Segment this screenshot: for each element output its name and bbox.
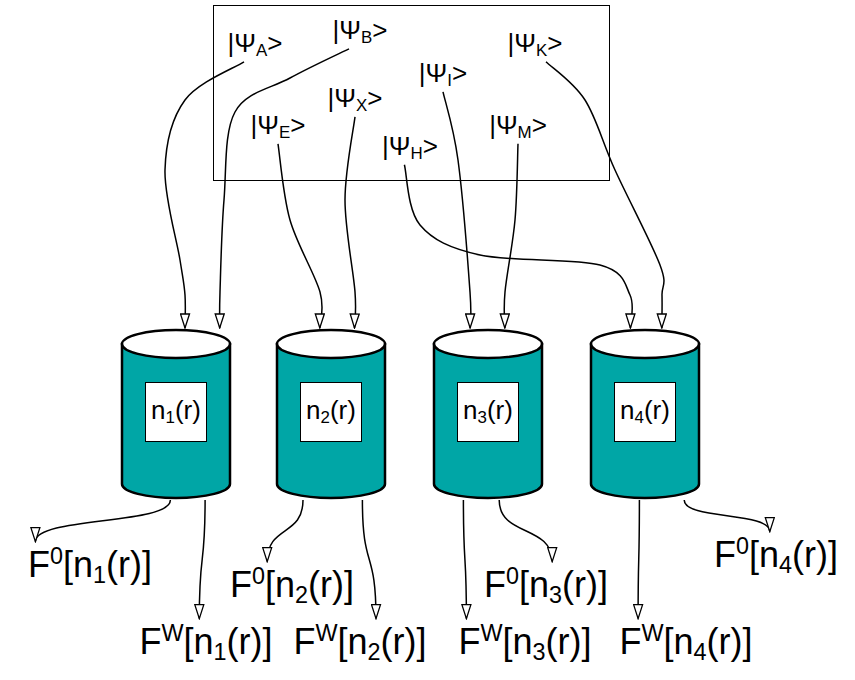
cylinder-body — [122, 344, 230, 498]
functional-text: F0[n4(r)] — [714, 532, 838, 579]
connector-arrow — [362, 500, 376, 619]
connector-arrow — [199, 500, 205, 619]
state-ket: |ΨI> — [419, 58, 467, 92]
ket-text: |ΨX> — [328, 83, 383, 117]
subscript: H — [411, 144, 423, 163]
connector-arrow — [684, 500, 770, 532]
functional-text: FW[n4(r)] — [619, 619, 752, 666]
cylinder-body — [591, 344, 699, 498]
connector-arrow — [546, 62, 664, 328]
functional-label: FW[n4(r)] — [619, 619, 752, 666]
state-ket: |ΨH> — [382, 131, 438, 165]
subscript: 3 — [533, 638, 546, 664]
ket-text: |ΨE> — [251, 110, 306, 144]
subscript: M — [518, 123, 532, 142]
subscript: E — [279, 123, 290, 142]
subscript: 2 — [321, 408, 330, 427]
ket-text: |ΨI> — [419, 58, 467, 92]
cylinder-body — [434, 344, 542, 498]
cylinder-body — [277, 344, 385, 498]
subscript: 1 — [166, 408, 175, 427]
connector-arrow — [504, 144, 518, 328]
subscript: X — [356, 96, 367, 115]
functional-label: F0[n4(r)] — [714, 532, 838, 579]
functional-text: F0[n3(r)] — [484, 562, 608, 609]
ket-text: |ΨM> — [489, 110, 547, 144]
connector-arrow — [35, 500, 170, 542]
connector-arrow — [499, 500, 552, 562]
density-cylinder: n3(r) — [432, 328, 544, 500]
functional-text: FW[n3(r)] — [458, 619, 591, 666]
density-cylinder: n4(r) — [589, 328, 701, 500]
cylinder-top — [434, 330, 542, 358]
subscript: 3 — [549, 581, 562, 607]
subscript: 2 — [368, 638, 381, 664]
connector-arrow — [267, 500, 303, 562]
connector-arrow — [638, 500, 639, 619]
connector-arrow — [404, 165, 632, 328]
state-ket: |ΨE> — [251, 110, 306, 144]
cylinder-top — [122, 330, 230, 358]
functional-label: FW[n3(r)] — [458, 619, 591, 666]
subscript: B — [361, 28, 372, 47]
subscript: 3 — [478, 408, 487, 427]
connector-arrow — [278, 144, 322, 328]
superscript: W — [480, 620, 502, 646]
subscript: K — [536, 41, 547, 60]
functional-text: F0[n2(r)] — [230, 562, 354, 609]
superscript: 0 — [50, 543, 63, 569]
subscript: 4 — [694, 638, 707, 664]
superscript: W — [315, 620, 337, 646]
density-label: n2(r) — [300, 382, 362, 442]
functional-label: F0[n3(r)] — [484, 562, 608, 609]
state-ket: |ΨX> — [328, 83, 383, 117]
connector-arrow — [463, 500, 466, 619]
connector-arrow — [443, 92, 471, 328]
functional-label: F0[n1(r)] — [28, 542, 152, 589]
functional-text: FW[n2(r)] — [293, 619, 426, 666]
cylinder-top — [591, 330, 699, 358]
ket-text: |ΨB> — [333, 15, 388, 49]
functional-label: F0[n2(r)] — [230, 562, 354, 609]
density-cylinder: n1(r) — [120, 328, 232, 500]
superscript: 0 — [736, 533, 749, 559]
subscript: 2 — [295, 581, 308, 607]
subscript: 1 — [214, 638, 227, 664]
ket-text: |ΨK> — [508, 28, 563, 62]
superscript: W — [161, 620, 183, 646]
subscript: 4 — [779, 551, 792, 577]
density-label: n1(r) — [145, 382, 207, 442]
subscript: 1 — [93, 561, 106, 587]
superscript: 0 — [506, 563, 519, 589]
functional-label: FW[n2(r)] — [293, 619, 426, 666]
ket-text: |ΨA> — [228, 28, 283, 62]
subscript: 4 — [635, 408, 644, 427]
state-ket: |ΨK> — [508, 28, 563, 62]
cylinder-top — [277, 330, 385, 358]
connector-arrow — [165, 62, 244, 328]
state-ket: |ΨA> — [228, 28, 283, 62]
superscript: W — [641, 620, 663, 646]
functional-label: FW[n1(r)] — [139, 619, 272, 666]
superscript: 0 — [252, 563, 265, 589]
state-frame: |ΨA> |ΨB> |ΨE> |ΨX> |ΨI> |ΨK> |ΨH> |ΨM> — [213, 5, 610, 181]
ket-text: |ΨH> — [382, 131, 438, 165]
density-label: n4(r) — [614, 382, 676, 442]
subscript: A — [256, 41, 267, 60]
connector-arrow — [345, 117, 356, 328]
functional-text: FW[n1(r)] — [139, 619, 272, 666]
functional-text: F0[n1(r)] — [28, 542, 152, 589]
density-cylinder: n2(r) — [275, 328, 387, 500]
subscript: I — [447, 71, 452, 90]
state-ket: |ΨM> — [489, 110, 547, 144]
density-label: n3(r) — [457, 382, 519, 442]
state-ket: |ΨB> — [333, 15, 388, 49]
